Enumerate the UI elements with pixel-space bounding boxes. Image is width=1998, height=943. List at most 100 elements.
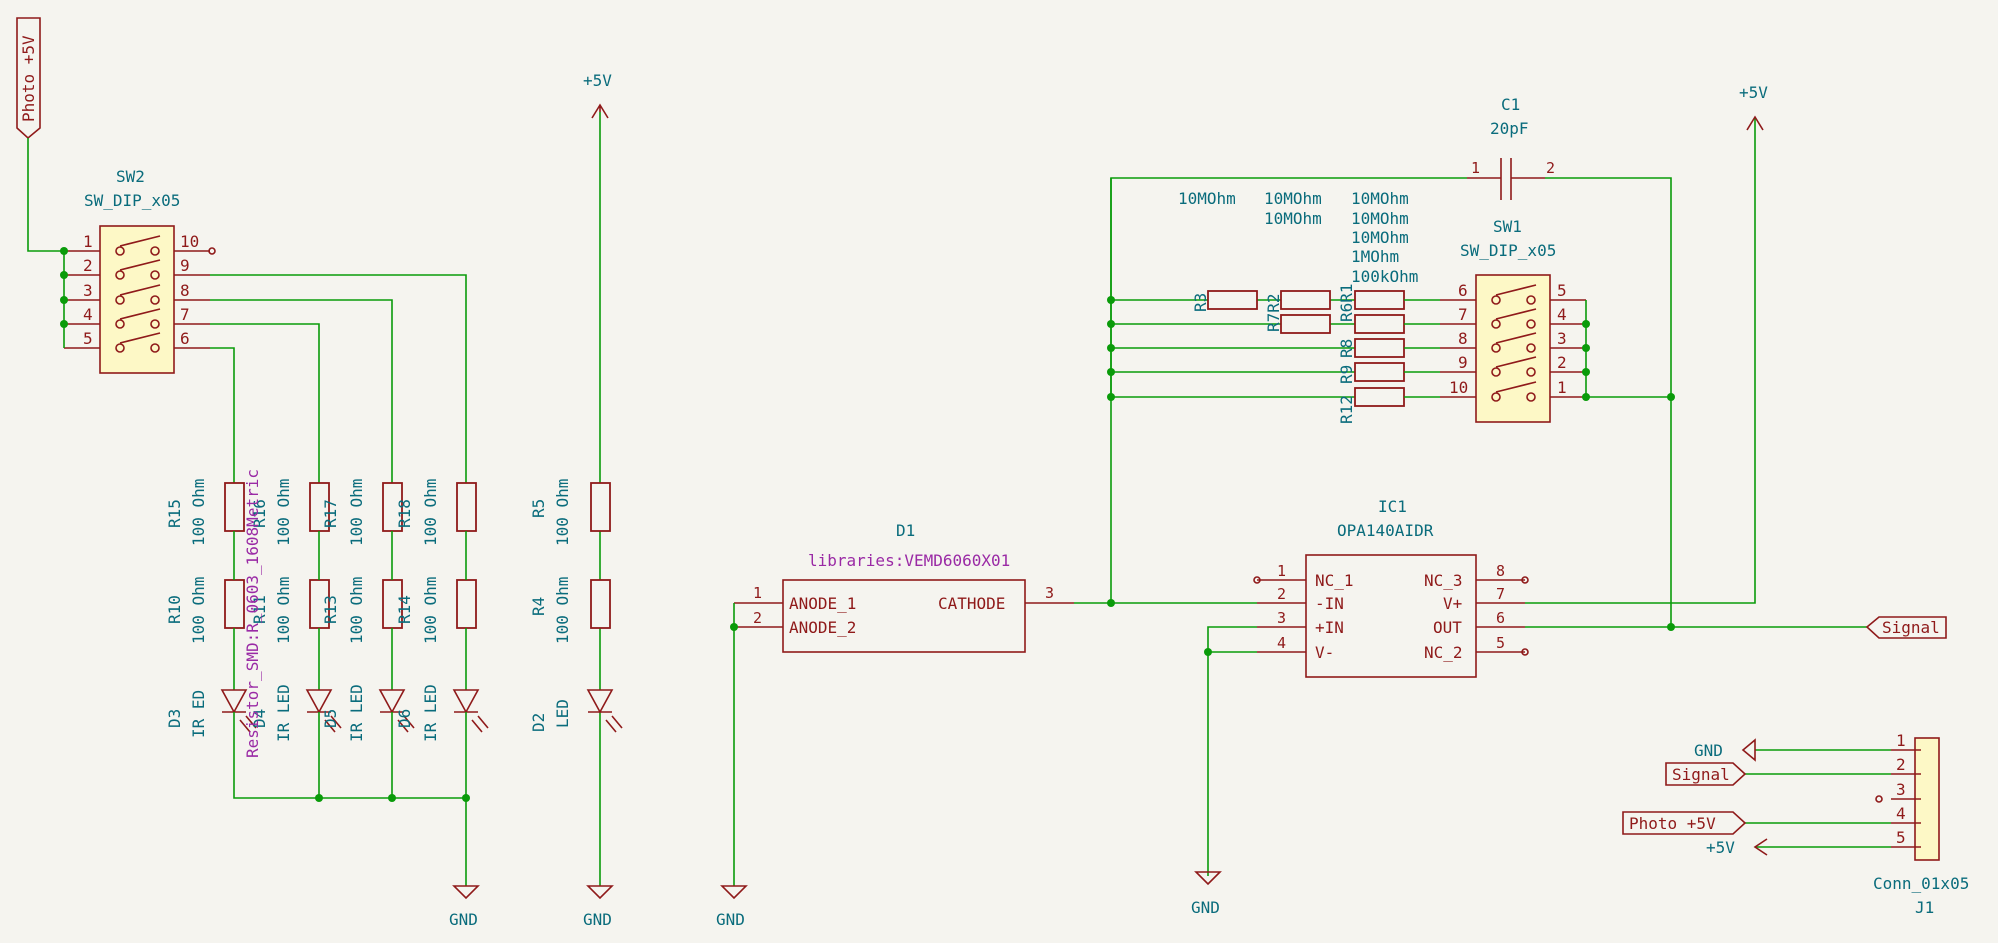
ic1-pin-num: 2 <box>1277 585 1286 603</box>
sw2-pin-label: 10 <box>180 232 199 251</box>
d1-anode2: ANODE_2 <box>789 618 856 637</box>
sw1-ref: SW1 <box>1493 217 1522 236</box>
sw2-pin-label: 9 <box>180 256 190 275</box>
d2-value: LED <box>553 699 572 728</box>
j1-connector[interactable]: 1 2 3 4 5 Conn_01x05 J1 <box>1873 731 1969 917</box>
sw2-pin-label: 4 <box>83 305 93 324</box>
footprint-overlay: Resistor_SMD:R_0603_1608Metric <box>243 469 262 758</box>
signal-text: Signal <box>1882 618 1940 637</box>
gnd-label: GND <box>716 910 745 929</box>
j1-signal: Signal <box>1665 762 1747 786</box>
r1-ref: R6R1 <box>1337 283 1356 322</box>
ic1-pin-name: V+ <box>1443 594 1462 613</box>
r8-ref: R8 <box>1337 339 1356 358</box>
sw2-pin-label: 2 <box>83 256 93 275</box>
j1-pin-num: 1 <box>1896 731 1906 750</box>
r5-value: 100 Ohm <box>553 479 572 546</box>
ic1-pin-name: OUT <box>1433 618 1462 637</box>
ic1-pin-num: 3 <box>1277 609 1286 627</box>
j1-ref: J1 <box>1915 898 1934 917</box>
sw2-value: SW_DIP_x05 <box>84 191 180 210</box>
gnd-label: GND <box>1191 898 1220 917</box>
ic1-pin-name: +IN <box>1315 618 1344 637</box>
c1-symbol[interactable]: C1 20pF 1 2 <box>1467 95 1555 200</box>
ic1-value: OPA140AIDR <box>1337 521 1434 540</box>
sw2-ref: SW2 <box>116 167 145 186</box>
d1-pin-num: 3 <box>1045 584 1054 602</box>
r17-ref: R17 <box>321 499 340 528</box>
d1-pin-num: 2 <box>753 609 762 627</box>
photo-vcc-label: Photo +5V <box>1629 814 1716 833</box>
gnd-label: GND <box>1694 741 1723 760</box>
ic1-pin-num: 4 <box>1277 634 1286 652</box>
sw1-pin-label: 2 <box>1557 353 1567 372</box>
sw1-symbol[interactable]: SW1 SW_DIP_x05 6 7 8 9 10 5 4 3 2 1 <box>1440 217 1586 423</box>
ic1-pin-name: NC_1 <box>1315 571 1354 590</box>
sw1-value: SW_DIP_x05 <box>1460 241 1556 260</box>
svg-text:10MOhm: 10MOhm <box>1351 189 1409 208</box>
sw1-pin-label: 9 <box>1458 353 1468 372</box>
svg-text:10MOhm: 10MOhm <box>1264 189 1322 208</box>
ic1-pin-name: NC_2 <box>1424 643 1463 662</box>
d4-value: IR LED <box>274 684 293 742</box>
d1-value: libraries:VEMD6060X01 <box>808 551 1010 570</box>
r15-value: 100 Ohm <box>189 479 208 546</box>
c1-pin-num: 1 <box>1471 159 1480 177</box>
j1-value: Conn_01x05 <box>1873 874 1969 893</box>
r18-ref: R18 <box>395 499 414 528</box>
sw1-pin-label: 8 <box>1458 329 1468 348</box>
single-led: +5V R5 100 Ohm R4 100 Ohm D2 LED GND <box>529 71 623 929</box>
r3-ref: R3 <box>1191 293 1210 312</box>
r12-ref: R12 <box>1337 395 1356 424</box>
svg-text:10MOhm: 10MOhm <box>1351 228 1409 247</box>
d1-ref: D1 <box>896 521 915 540</box>
r14-value: 100 Ohm <box>421 577 440 644</box>
r4-ref: R4 <box>529 597 548 616</box>
sw1-pin-label: 6 <box>1458 281 1468 300</box>
gnd-symbol: GND <box>449 885 480 929</box>
sw2-pin-label: 7 <box>180 305 190 324</box>
j1-pin-num: 3 <box>1896 780 1906 799</box>
d1-symbol[interactable]: D1 libraries:VEMD6060X01 ANODE_1 ANODE_2… <box>734 521 1074 653</box>
sw1-pin-label: 5 <box>1557 281 1567 300</box>
sw2-pin-label: 6 <box>180 329 190 348</box>
sw1-pin-label: 4 <box>1557 305 1567 324</box>
vcc-label: +5V <box>1706 838 1735 857</box>
ic1-pin-name: NC_3 <box>1424 571 1463 590</box>
svg-text:10MOhm: 10MOhm <box>1264 209 1322 228</box>
gnd-label: GND <box>449 910 478 929</box>
r18-value: 100 Ohm <box>421 479 440 546</box>
d5-value: IR LED <box>347 684 366 742</box>
svg-text:1MOhm: 1MOhm <box>1351 247 1399 266</box>
c1-pin-num: 2 <box>1546 159 1555 177</box>
ic1-ref: IC1 <box>1378 497 1407 516</box>
gnd-label: GND <box>583 910 612 929</box>
r13-value: 100 Ohm <box>347 577 366 644</box>
r16-value: 100 Ohm <box>274 479 293 546</box>
r17-value: 100 Ohm <box>347 479 366 546</box>
ic1-pin-name: V- <box>1315 643 1334 662</box>
j1-pin-num: 5 <box>1896 828 1906 847</box>
vcc-label: +5V <box>1739 83 1768 102</box>
r11-value: 100 Ohm <box>274 577 293 644</box>
sw2-symbol[interactable]: SW2 SW_DIP_x05 1 2 3 4 5 10 9 8 7 6 <box>64 167 216 374</box>
r4-value: 100 Ohm <box>553 577 572 644</box>
sw2-pin-label: 1 <box>83 232 93 251</box>
ic1-pin-num: 6 <box>1496 609 1505 627</box>
r2-ref: R7R2 <box>1264 293 1283 332</box>
sw2-pin-label: 8 <box>180 281 190 300</box>
c1-value: 20pF <box>1490 119 1529 138</box>
d3-value: IR ED <box>189 690 208 738</box>
vcc-label: +5V <box>583 71 612 90</box>
gnd-symbol: GND <box>1191 871 1222 917</box>
sw1-pin-label: 3 <box>1557 329 1567 348</box>
ic1-symbol[interactable]: IC1 OPA140AIDR NC_1 -IN +IN V- NC_3 V+ O… <box>1253 497 1529 678</box>
d6-ref: D6 <box>395 709 414 728</box>
j1-photo-vcc: Photo +5V <box>1622 811 1747 835</box>
j1-gnd: GND <box>1694 738 1756 762</box>
vcc-symbol: +5V <box>1739 83 1768 131</box>
r11-ref: R11 <box>250 595 269 624</box>
d1-pin-num: 1 <box>753 584 762 602</box>
r14-ref: R14 <box>395 595 414 624</box>
